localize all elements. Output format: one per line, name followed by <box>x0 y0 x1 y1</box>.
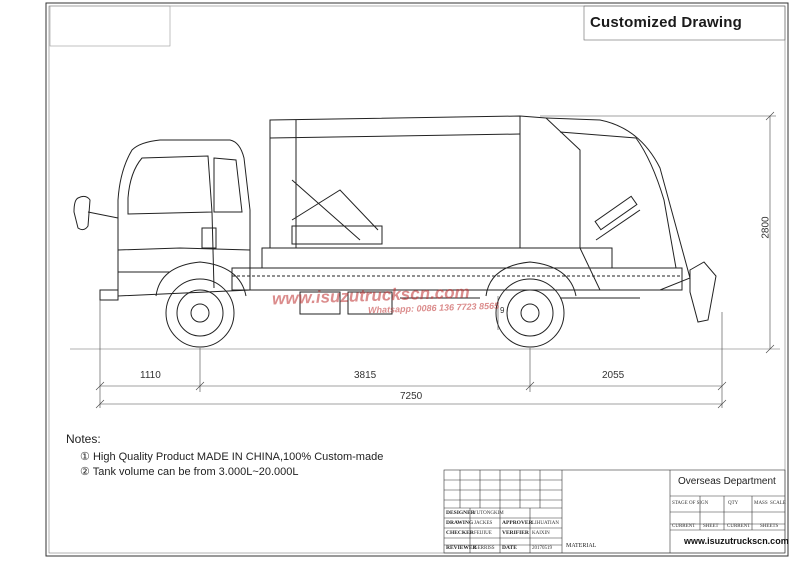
cab-lower <box>117 247 251 251</box>
note-text-1: High Quality Product MADE IN CHINA,100% … <box>92 451 384 463</box>
tb-row2-label: CHECKER <box>446 530 474 536</box>
tb-row1-label: DRAWING <box>446 520 474 526</box>
dim-rear-overhang: 2055 <box>602 370 625 381</box>
note-marker-1: ① <box>80 451 90 463</box>
side-mirror <box>73 195 91 231</box>
tb-scale-label: SCALE <box>770 501 786 506</box>
cab-shell <box>117 139 251 297</box>
tb-site: www.isuzutruckscn.com <box>684 536 789 546</box>
tailgate <box>545 117 691 291</box>
tool-box <box>347 291 393 315</box>
tb-row2-role: VERIFIER <box>502 530 529 536</box>
fuel-tank <box>299 291 341 315</box>
tb-row1-name: JACKES <box>474 521 493 526</box>
tb-row3-role-name: 20170519 <box>532 546 552 551</box>
dim-front-overhang: 1110 <box>140 370 161 381</box>
inner-border <box>48 5 786 554</box>
tb-stage-label: STAGE OF SIGN <box>672 501 709 506</box>
front-wheel-rim <box>176 289 224 337</box>
height-ticks <box>765 111 775 354</box>
tb-row1-role-name: LIHUATIAN <box>532 521 559 526</box>
ejector-frame <box>291 179 379 241</box>
title-block <box>443 469 786 554</box>
rear-wheel-rim <box>506 289 554 337</box>
top-left-label-box <box>49 5 171 47</box>
tb-current-label-2: CURRENT <box>727 524 751 529</box>
cab-window <box>127 155 213 215</box>
tb-row2-name: FEIJIUE <box>474 531 492 536</box>
ejector-plate <box>291 225 383 245</box>
rear-wheel-tire <box>495 278 565 348</box>
hydraulic-cylinder <box>595 209 641 241</box>
tb-material-label: MATERIAL <box>566 543 597 549</box>
tb-sheets-label: SHEETS <box>760 524 779 529</box>
front-wheel-tire <box>165 278 235 348</box>
notes-title: Notes: <box>66 432 101 446</box>
tb-header-name: YUTONGKIM <box>473 511 504 516</box>
tb-row1-role: APPROVER <box>502 520 533 526</box>
tb-row2-role-name: KAIXIN <box>532 531 550 536</box>
dim-height: 2800 <box>760 216 772 239</box>
front-wheel-hub <box>190 303 210 323</box>
tb-department: Overseas Department <box>678 476 776 487</box>
tb-current-label-1: CURRENT <box>672 524 696 529</box>
tb-sheet-label: SHEET <box>703 524 719 529</box>
tailgate-inner <box>559 131 677 269</box>
dim-wheelbase: 3815 <box>354 370 377 381</box>
tb-row3-role: DATE <box>502 545 517 551</box>
note-text-2: Tank volume can be from 3.000L~20.000L <box>92 466 299 478</box>
subframe <box>261 247 613 269</box>
tb-header-label: DESIGNER <box>446 510 475 516</box>
truck-outline <box>73 115 717 348</box>
ticks <box>95 381 727 409</box>
cab-door-line <box>211 211 215 289</box>
cylinder-body <box>594 195 638 231</box>
bin-lifter <box>689 261 717 323</box>
tb-row3-name: GERRISS <box>474 546 495 551</box>
tb-mass-label: MASS <box>754 501 768 506</box>
note-marker-2: ② <box>80 466 90 478</box>
tb-qty-label: QTY <box>728 501 739 506</box>
dim-small-vertical-label: 9 <box>500 306 505 315</box>
mirror-arm <box>87 211 119 219</box>
bumper <box>99 289 119 301</box>
title-box <box>583 5 786 41</box>
rear-fender <box>485 261 577 297</box>
drawing-border <box>45 2 789 557</box>
title-block-frame <box>443 469 786 554</box>
dim-total-length: 7250 <box>400 391 423 402</box>
rear-wheel-hub <box>520 303 540 323</box>
tb-row3-label: REVIEWER <box>446 545 477 551</box>
note-item-1: ① High Quality Product MADE IN CHINA,100… <box>80 450 383 463</box>
front-fender <box>155 261 247 297</box>
door-handle <box>201 227 217 249</box>
dimension-lines <box>95 111 776 409</box>
body-rib-1 <box>269 133 521 139</box>
cab-door-window <box>213 157 243 213</box>
note-item-2: ② Tank volume can be from 3.000L~20.000L <box>80 465 299 478</box>
drawing-title: Customized Drawing <box>590 14 742 31</box>
